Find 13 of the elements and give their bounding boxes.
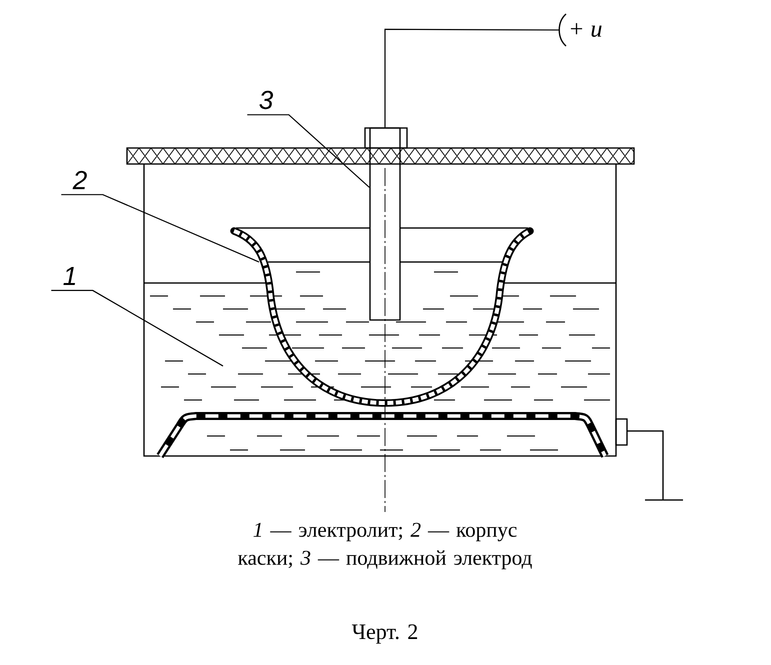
figure-number: Черт. 2 (352, 624, 418, 644)
terminal-label: + u (570, 23, 602, 37)
electrode-rod (369, 127, 401, 321)
callout-number: 3 (259, 90, 274, 110)
leader-line (61, 194, 260, 262)
electrolyte-drawing (143, 261, 617, 450)
callout-number: 2 (72, 170, 87, 190)
callout-number: 1 (63, 267, 76, 285)
wire (384, 28, 559, 128)
helmet-drawing (230, 227, 534, 407)
leader-line (247, 114, 370, 188)
leader-line (51, 290, 224, 366)
caption: 1 — электролит; 2 — корпус каски; 3 — подвижной электрод (238, 522, 532, 570)
